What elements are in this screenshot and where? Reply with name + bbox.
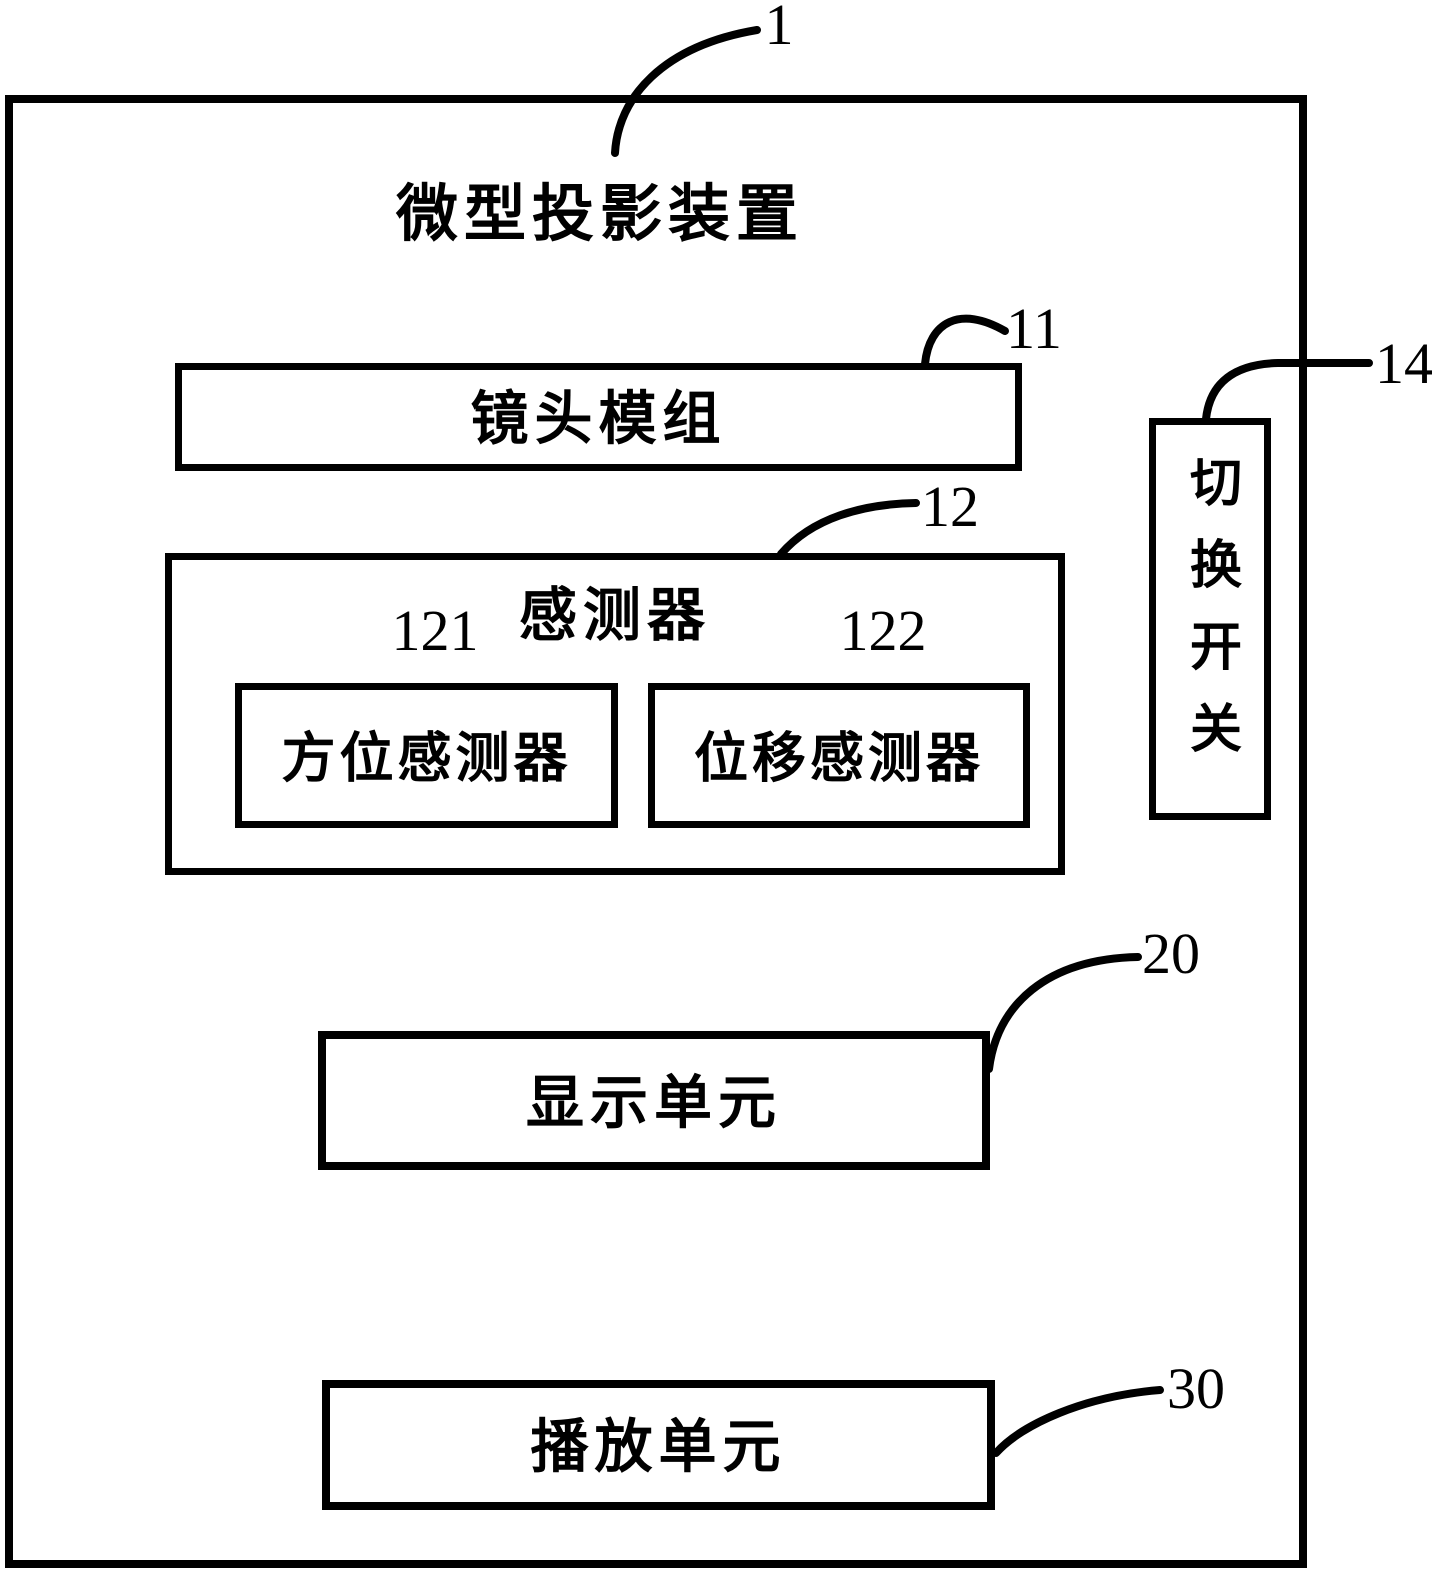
ref-number-sensor: 12 — [921, 474, 979, 539]
displacement-sensor-box: 位移感测器 — [648, 683, 1030, 828]
toggle-switch-box: 切换开关 — [1149, 418, 1271, 820]
ref-number-toggle-switch: 14 — [1375, 331, 1432, 396]
toggle-switch-label: 切换开关 — [1181, 455, 1239, 783]
display-unit-label: 显示单元 — [525, 1070, 783, 1136]
orientation-sensor-box: 方位感测器 — [235, 683, 618, 828]
device-outer-box — [5, 95, 1307, 1568]
lens-module-label: 镜头模组 — [470, 386, 727, 452]
display-unit-box: 显示单元 — [318, 1031, 990, 1170]
lens-module-box: 镜头模组 — [175, 363, 1022, 471]
ref-number-displacement-sensor: 122 — [839, 598, 927, 663]
playback-unit-box: 播放单元 — [322, 1380, 995, 1510]
ref-number-device: 1 — [764, 0, 794, 57]
ref-number-orientation-sensor: 121 — [391, 598, 479, 663]
displacement-sensor-label: 位移感测器 — [694, 727, 984, 788]
sensor-label: 感测器 — [518, 583, 712, 648]
orientation-sensor-label: 方位感测器 — [281, 727, 572, 788]
device-title: 微型投影装置 — [395, 181, 805, 249]
ref-number-lens-module: 11 — [1006, 296, 1062, 361]
playback-unit-label: 播放单元 — [530, 1414, 787, 1480]
ref-number-playback-unit: 30 — [1167, 1356, 1225, 1421]
ref-number-display-unit: 20 — [1142, 921, 1200, 986]
